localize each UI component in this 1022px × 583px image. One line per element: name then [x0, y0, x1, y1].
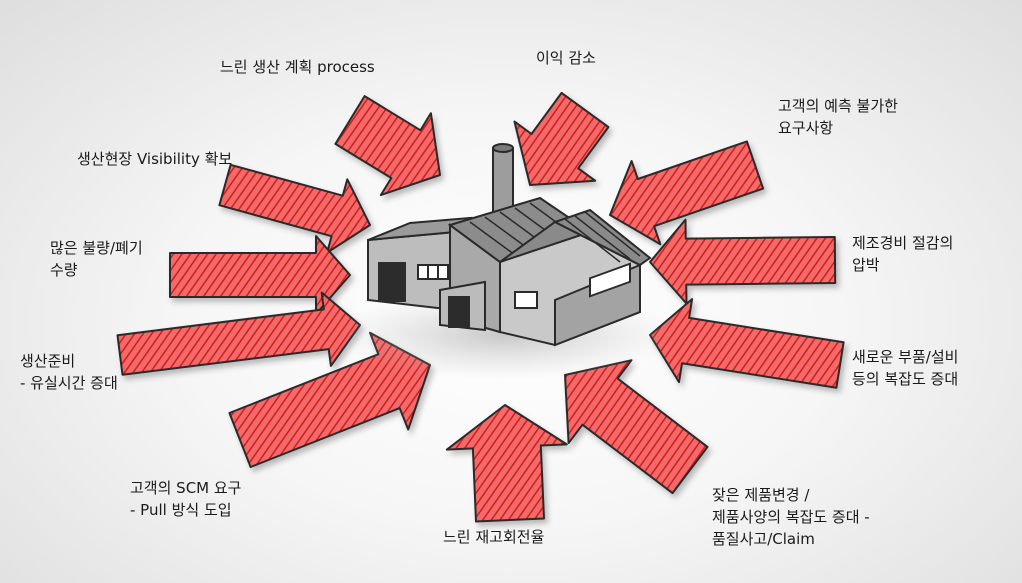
label-unpredictable-demand: 고객의 예측 불가한 요구사항	[778, 97, 898, 137]
factory-icon	[335, 143, 675, 380]
label-setup-time: 생산준비 - 유실시간 증대	[20, 352, 118, 392]
label-visibility: 생산현장 Visibility 확보	[77, 150, 233, 168]
arrow-icon	[609, 140, 765, 246]
label-defects: 많은 불량/폐기 수량	[50, 239, 143, 279]
arrow-icon	[116, 291, 361, 376]
label-inventory: 느린 재고회전율	[443, 528, 545, 546]
arrow-icon	[334, 95, 441, 197]
arrow-icon	[649, 298, 845, 389]
label-cost-reduction: 제조경비 절감의 압박	[852, 234, 954, 274]
label-slow-planning: 느린 생산 계획 process	[220, 58, 375, 76]
arrow-icon	[513, 91, 610, 186]
label-new-parts: 새로운 부품/설비 등의 복잡도 증대	[852, 348, 959, 388]
arrow-icon	[649, 218, 837, 305]
label-scm: 고객의 SCM 요구 - Pull 방식 도입	[130, 479, 242, 519]
arrow-icon	[169, 235, 351, 315]
arrow-icon	[564, 359, 709, 495]
arrow-icon	[218, 163, 371, 254]
arrow-icon	[445, 404, 568, 523]
label-product-changes: 잦은 제품변경 / 제품사양의 복잡도 증대 - 품질사고/Claim	[712, 486, 870, 548]
label-profit-decrease: 이익 감소	[536, 49, 596, 67]
